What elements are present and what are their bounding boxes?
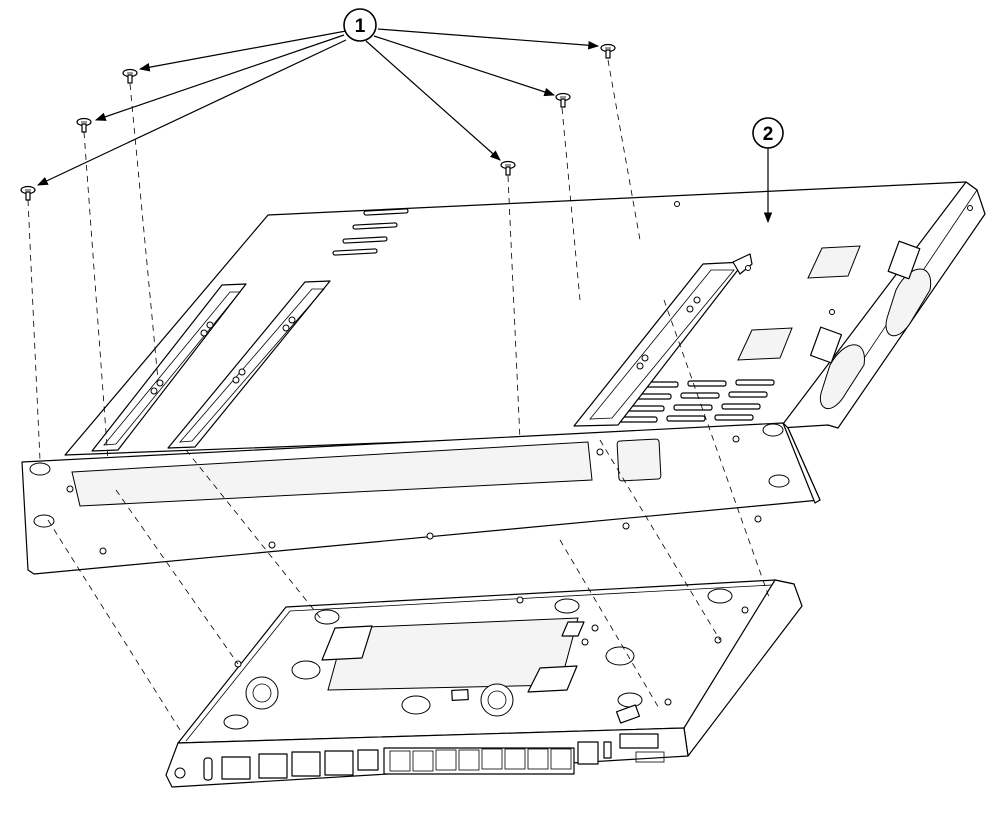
front-bracket (21, 422, 821, 575)
sfp-port (357, 749, 379, 771)
left-rails (91, 280, 331, 452)
callout-1-leaders (37, 28, 600, 186)
screws (20, 43, 616, 201)
screw (600, 43, 616, 59)
callout-2-label: 2 (763, 124, 774, 145)
reset-switch (603, 741, 612, 759)
rack-mount-tray (21, 181, 986, 575)
ge-port-3 (324, 750, 354, 776)
front-ports (174, 733, 665, 781)
screw (555, 92, 571, 108)
screw (122, 68, 138, 84)
callout-1: 1 (343, 8, 377, 42)
screw (76, 117, 92, 133)
callout-1-label: 1 (355, 16, 366, 37)
chassis-feet (223, 588, 749, 730)
vent-slots-top (332, 208, 409, 256)
power-connector (577, 741, 599, 765)
status-window (619, 733, 659, 749)
ge-port-1 (258, 753, 288, 779)
screw (20, 185, 36, 201)
chassis-right-side (683, 579, 803, 757)
vent-grid (618, 379, 775, 423)
right-rails (573, 201, 973, 427)
callout-2: 2 (752, 117, 784, 149)
usb-port (203, 757, 213, 781)
ground-screw (174, 767, 186, 779)
alignment-lines (27, 59, 771, 731)
screw (500, 160, 516, 176)
ge-port-2 (291, 751, 321, 777)
device-chassis (165, 579, 803, 788)
console-port (221, 756, 251, 780)
